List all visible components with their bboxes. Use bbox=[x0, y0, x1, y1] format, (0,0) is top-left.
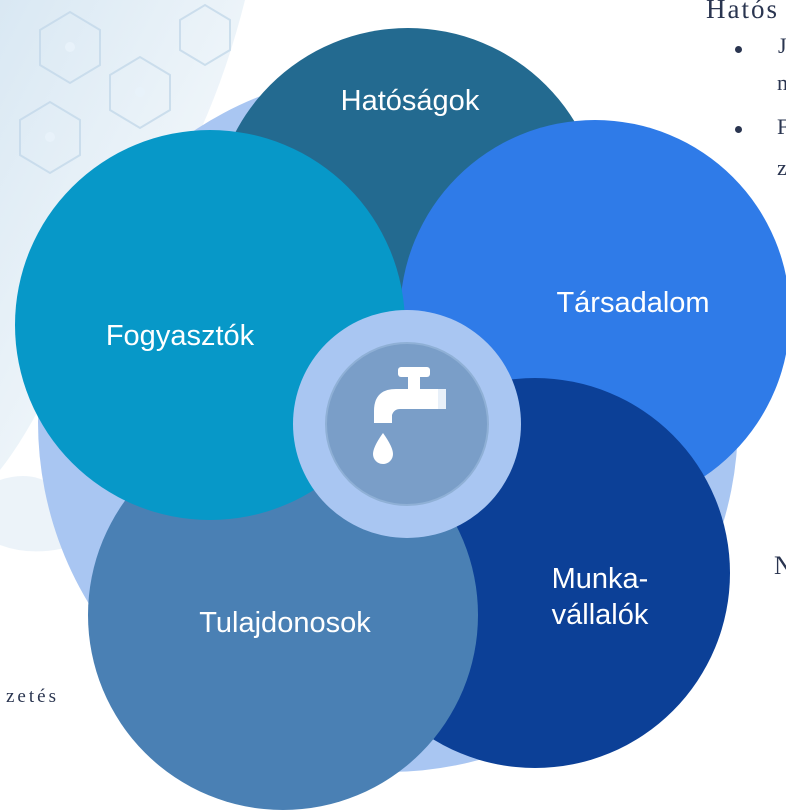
faucet-droplet-icon bbox=[373, 367, 446, 465]
hatosagok-label: Hatóságok bbox=[340, 85, 480, 117]
side-bullet-1 bbox=[735, 46, 742, 53]
tarsadalom-label: Társadalom bbox=[556, 287, 710, 319]
side-bullet-1-line1: J bbox=[778, 33, 786, 58]
side-left-fragment: zetés bbox=[6, 686, 59, 707]
munkavallalok-label-line2: vállalók bbox=[551, 599, 649, 631]
side-bullet-2-line1: F bbox=[777, 114, 786, 139]
side-bullet-2-line2: z bbox=[777, 155, 786, 180]
side-heading-fragment: Hatós bbox=[706, 0, 779, 24]
side-bullet-2 bbox=[735, 126, 742, 133]
tulajdonosok-label: Tulajdonosok bbox=[199, 607, 371, 639]
fogyasztok-label: Fogyasztók bbox=[105, 320, 255, 352]
munkavallalok-label-line1: Munka- bbox=[551, 563, 649, 595]
side-bullet-1-line2: n bbox=[777, 70, 786, 95]
side-right-fragment: N bbox=[774, 551, 786, 580]
